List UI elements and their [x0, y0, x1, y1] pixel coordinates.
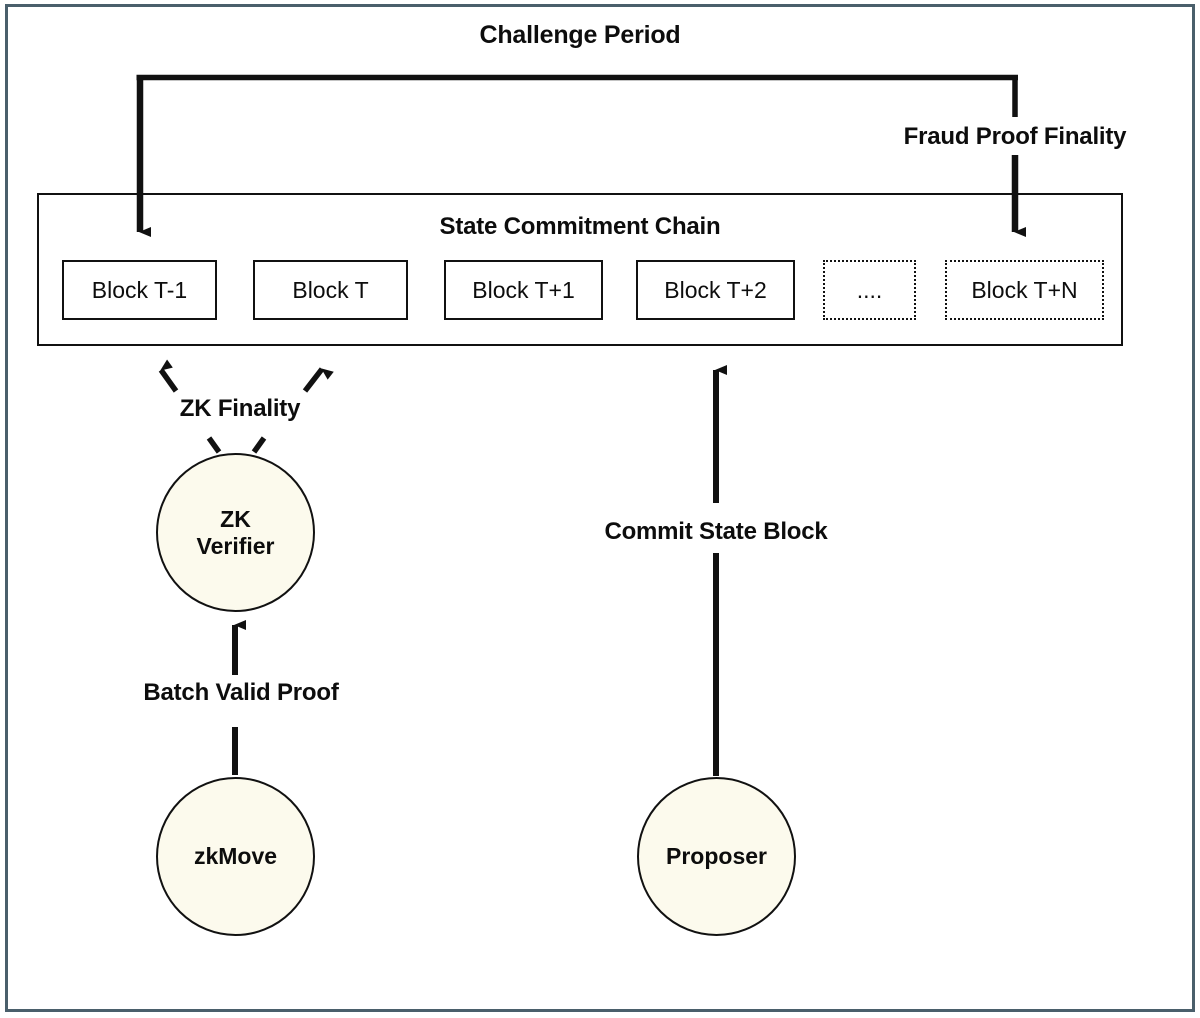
batch-valid-proof-label: Batch Valid Proof	[143, 679, 339, 706]
node-zk-verifier-label-line2: Verifier	[196, 532, 275, 559]
node-zk-verifier[interactable]: ZK Verifier	[156, 453, 315, 612]
node-proposer-label: Proposer	[666, 843, 767, 870]
node-zkmove-label: zkMove	[193, 843, 278, 870]
state-commitment-chain-box	[37, 193, 1123, 346]
node-zkmove[interactable]: zkMove	[156, 777, 315, 936]
block-t-plus-1[interactable]: Block T+1	[444, 260, 603, 320]
zk-finality-label: ZK Finality	[179, 395, 301, 422]
state-commitment-chain-title: State Commitment Chain	[439, 213, 721, 240]
node-proposer[interactable]: Proposer	[637, 777, 796, 936]
block-t-plus-2[interactable]: Block T+2	[636, 260, 795, 320]
fraud-proof-finality-label: Fraud Proof Finality	[903, 123, 1127, 150]
block-t-minus-1[interactable]: Block T-1	[62, 260, 217, 320]
block-t[interactable]: Block T	[253, 260, 408, 320]
node-zk-verifier-label: ZK Verifier	[197, 506, 275, 559]
commit-state-block-label: Commit State Block	[604, 518, 828, 545]
node-zk-verifier-label-line1: ZK	[220, 506, 251, 533]
challenge-period-title: Challenge Period	[479, 21, 681, 49]
block-ellipsis[interactable]: ....	[823, 260, 916, 320]
block-t-plus-n[interactable]: Block T+N	[945, 260, 1104, 320]
